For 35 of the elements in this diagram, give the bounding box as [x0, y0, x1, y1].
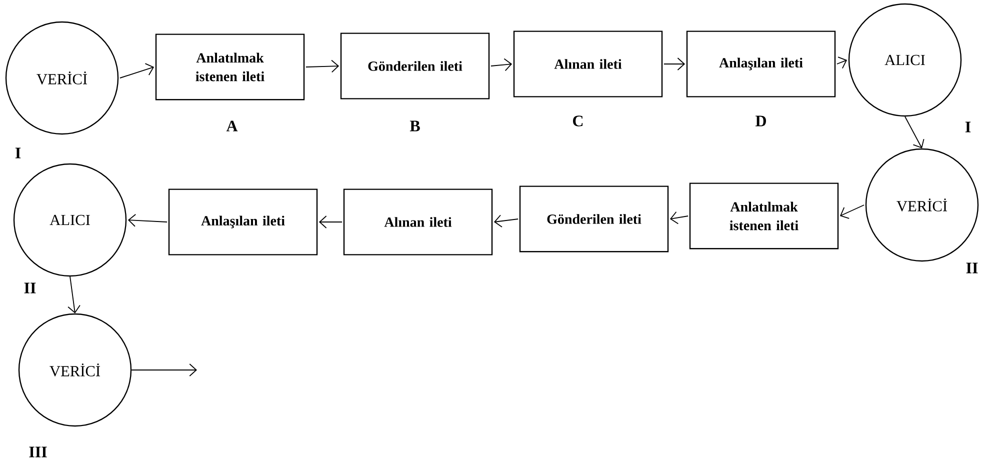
beside-label: I: [15, 148, 21, 158]
arrow: [131, 364, 198, 376]
arrow: [490, 58, 512, 72]
process-box: Gönderilen ileti: [519, 186, 669, 252]
arrow: [840, 204, 865, 219]
beside-label: D: [756, 116, 766, 126]
circle-node: VERİCİ: [5, 21, 119, 135]
process-box: Anlaşılan ileti: [168, 188, 318, 256]
arrow: [904, 116, 924, 148]
circle-node: VERİCİ: [865, 148, 979, 262]
process-box: Anlatılmak istenen ileti: [155, 34, 305, 100]
arrow: [318, 216, 343, 228]
circle-node: ALICI: [848, 3, 962, 117]
circle-node: ALICI: [13, 163, 127, 277]
beside-label: A: [226, 120, 238, 132]
arrow: [68, 276, 80, 314]
arrow: [494, 214, 519, 228]
beside-label: III: [29, 446, 47, 458]
beside-label: II: [966, 262, 978, 274]
beside-label: II: [24, 282, 36, 294]
process-box: Anlatılmak istenen ileti: [689, 182, 839, 250]
process-box: Alınan ileti: [513, 30, 663, 98]
circle-node: VERİCİ: [18, 313, 132, 427]
arrow: [836, 56, 848, 69]
process-box: Alınan ileti: [343, 188, 493, 256]
arrow: [119, 63, 154, 78]
arrow: [305, 60, 340, 73]
arrow: [670, 211, 689, 224]
arrow: [663, 58, 686, 70]
process-box: Anlaşılan ileti: [686, 30, 836, 98]
beside-label: I: [965, 122, 971, 132]
beside-label: C: [573, 116, 583, 126]
arrow: [128, 214, 168, 227]
process-box: Gönderilen ileti: [340, 32, 490, 100]
beside-label: B: [410, 120, 420, 132]
